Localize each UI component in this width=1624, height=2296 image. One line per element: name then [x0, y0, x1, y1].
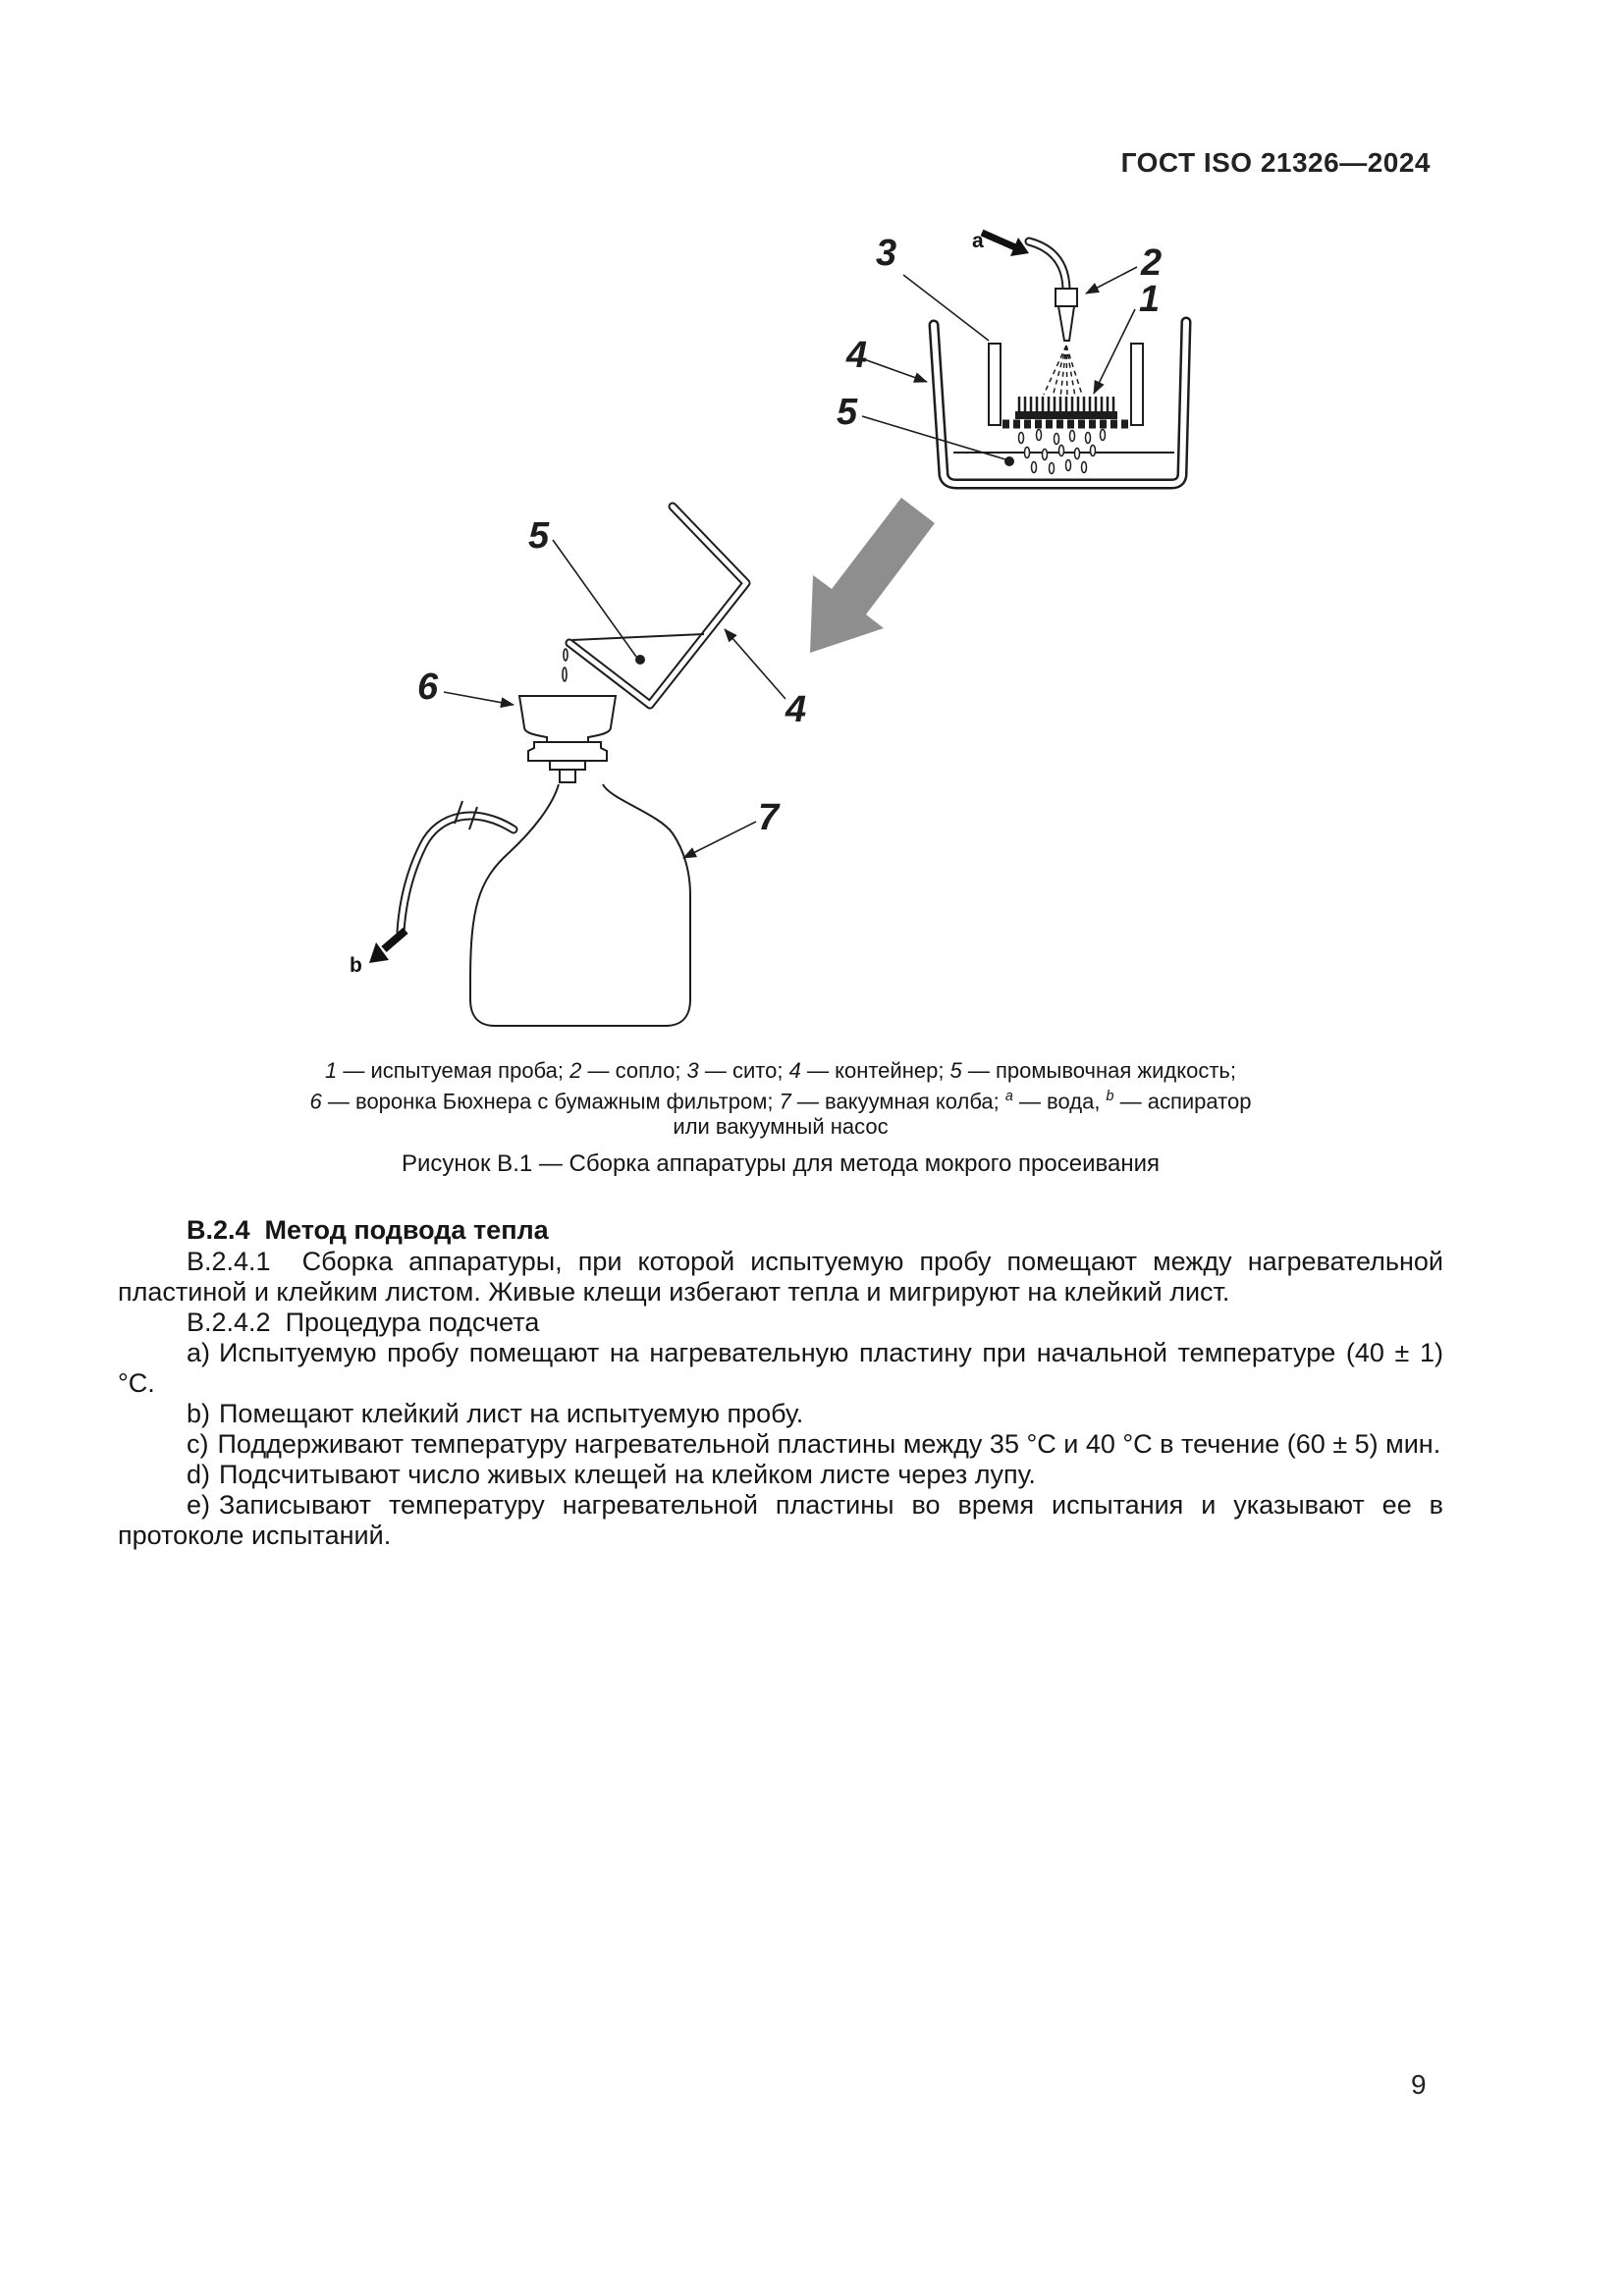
figure-legend: 1 — испытуемая проба; 2 — сопло; 3 — сит… — [118, 1058, 1443, 1140]
nozzle-collar — [1055, 288, 1078, 307]
spray-lines — [1043, 345, 1083, 399]
funnel-ground-joint — [527, 741, 608, 762]
side-arm-joint-ticks — [454, 800, 478, 830]
document-header: ГОСТ ISO 21326—2024 — [1120, 147, 1431, 178]
diagram-label-4: 4 — [845, 335, 867, 376]
sieve-wall-left — [988, 343, 1001, 426]
section-body: В.2.4 Метод подвода тепла В.2.4.1 Сборка… — [118, 1215, 1443, 1551]
diagram-label-5b: 5 — [528, 515, 550, 557]
vacuum-flask-body — [469, 783, 691, 1027]
section-heading: В.2.4 Метод подвода тепла — [187, 1215, 549, 1245]
pouring-assembly: 5 4 6 — [417, 502, 806, 783]
figure-diagram: a 3 2 1 4 5 5 4 — [350, 229, 1192, 1027]
tilted-container-outline — [565, 502, 751, 710]
test-sample-hatch — [1017, 397, 1115, 411]
diagram-label-2: 2 — [1140, 242, 1162, 284]
diagram-label-6: 6 — [417, 667, 439, 708]
paragraph-b242: В.2.4.2 Процедура подсчета — [187, 1308, 540, 1337]
list-item-e: e)Записывают температуру нагревательной … — [118, 1490, 1443, 1550]
vacuum-flask-assembly: b 7 — [350, 783, 781, 1027]
water-in-arrow-icon — [980, 229, 1029, 256]
wet-sieving-container-assembly: a 3 2 1 4 5 — [810, 229, 1192, 653]
pouring-liquid-surface — [571, 633, 705, 641]
list-item-a: a)Испытуемую пробу помещают на нагревате… — [118, 1338, 1443, 1398]
paragraph-b241: В.2.4.1 Сборка аппаратуры, при которой и… — [118, 1247, 1443, 1307]
diagram-label-5: 5 — [837, 392, 858, 433]
diagram-label-3: 3 — [876, 233, 896, 274]
legend-line: или вакуумный насос — [673, 1114, 889, 1140]
test-sample-layer — [1015, 411, 1117, 419]
vacuum-out-arrow-icon — [369, 927, 408, 963]
list-item-d: d)Подсчитывают число живых клещей на кле… — [187, 1460, 1036, 1489]
legend-line: 6 — воронка Бюхнера с бумажным фильтром;… — [309, 1089, 1252, 1114]
transfer-arrow-icon — [810, 498, 935, 653]
figure-caption: Рисунок В.1 — Сборка аппаратуры для мето… — [402, 1150, 1160, 1177]
sieve-wall-right — [1130, 343, 1144, 426]
funnel-stem-tip — [559, 769, 576, 783]
nozzle-tip — [1056, 305, 1076, 342]
diagram-label-a: a — [972, 230, 984, 252]
list-item-b: b)Помещают клейкий лист на испытуемую пр… — [187, 1399, 804, 1428]
buchner-funnel-cup — [517, 695, 618, 743]
diagram-label-b: b — [350, 954, 362, 977]
diagram-label-7: 7 — [758, 797, 781, 838]
list-item-c: c)Поддерживают температуру нагревательно… — [187, 1429, 1441, 1459]
falling-droplets — [1017, 428, 1107, 475]
diagram-label-1: 1 — [1139, 279, 1160, 320]
diagram-label-4b: 4 — [785, 689, 806, 730]
page-number: 9 — [1411, 2069, 1427, 2100]
legend-line: 1 — испытуемая проба; 2 — сопло; 3 — сит… — [324, 1058, 1237, 1083]
funnel-stem — [549, 760, 586, 771]
pouring-drips — [562, 648, 568, 682]
